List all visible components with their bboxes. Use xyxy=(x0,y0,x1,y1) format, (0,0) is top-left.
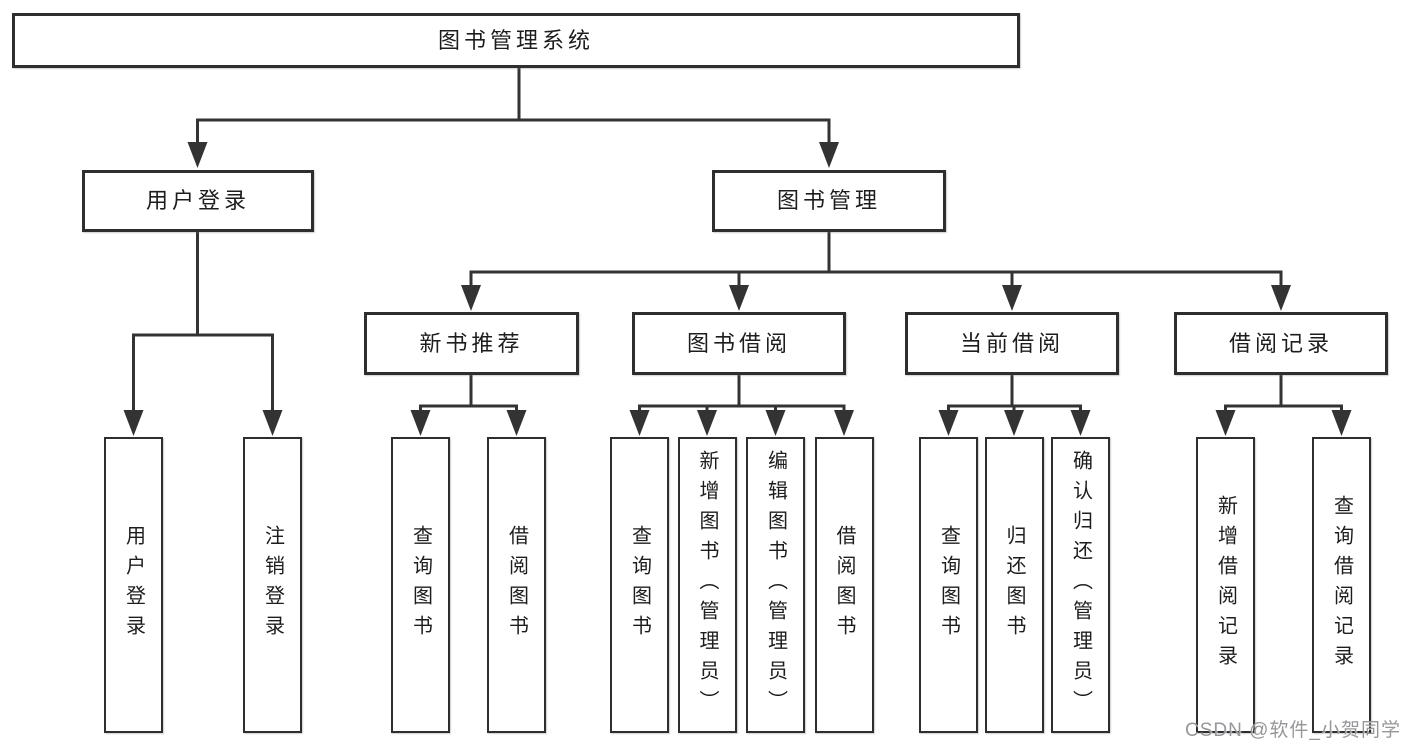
node-label: 新书推荐 xyxy=(419,330,524,356)
arrowhead xyxy=(410,410,431,436)
arrowhead xyxy=(729,285,749,311)
leaf-add-borrow-record: 新增借阅记录 xyxy=(1196,437,1255,733)
node-label: 新增借阅记录 xyxy=(1214,495,1237,675)
node-label: 归还图书 xyxy=(1003,525,1025,645)
connector-line xyxy=(469,230,1283,292)
node-label: 图书借阅 xyxy=(686,330,791,356)
connector-line xyxy=(638,372,846,416)
node-root: 图书管理系统 xyxy=(12,13,1020,68)
leaf-borrow-books-recommend: 借阅图书 xyxy=(487,437,546,733)
connector-new-book-recommend xyxy=(419,372,518,416)
arrowhead xyxy=(765,410,786,436)
node-new-book-recommend: 新书推荐 xyxy=(364,312,579,375)
node-label: 借阅图书 xyxy=(833,525,855,645)
connector-root xyxy=(196,66,831,148)
leaf-query-books-recommend: 查询图书 xyxy=(391,437,450,733)
leaf-confirm-return-admin: 确认归还（管理员） xyxy=(1051,437,1110,733)
node-label: 当前借阅 xyxy=(959,330,1064,356)
arrowhead xyxy=(697,410,717,436)
connector-book-management xyxy=(469,230,1283,292)
arrowhead xyxy=(819,142,839,168)
arrowhead xyxy=(1070,410,1091,436)
arrowhead xyxy=(834,410,854,436)
node-label: 确认归还（管理员） xyxy=(1069,450,1092,720)
node-label: 图书管理系统 xyxy=(437,27,594,53)
arrowhead xyxy=(262,410,283,436)
arrowhead xyxy=(123,410,144,436)
node-user-login: 用户登录 xyxy=(82,170,314,232)
connector-book-borrowing xyxy=(638,372,846,416)
node-label: 图书管理 xyxy=(776,188,881,213)
node-label: 用户登录 xyxy=(122,525,145,645)
arrowhead xyxy=(1002,285,1022,311)
leaf-edit-book-admin: 编辑图书（管理员） xyxy=(746,437,805,733)
node-label: 查询图书 xyxy=(937,525,960,645)
arrowhead xyxy=(938,410,959,436)
leaf-query-books-current: 查询图书 xyxy=(919,437,978,733)
connector-line xyxy=(1224,372,1343,416)
arrowhead xyxy=(1271,285,1291,311)
node-label: 编辑图书（管理员） xyxy=(764,450,787,720)
leaf-add-book-admin: 新增图书（管理员） xyxy=(677,437,737,733)
arrowhead xyxy=(1215,410,1236,436)
leaf-logout: 注销登录 xyxy=(243,437,302,733)
connector-current-borrowing xyxy=(947,372,1082,416)
connector-line xyxy=(947,372,1082,416)
arrowhead xyxy=(1331,410,1352,436)
node-label: 借阅记录 xyxy=(1228,330,1333,356)
node-book-borrowing: 图书借阅 xyxy=(632,312,846,375)
arrowhead xyxy=(629,410,650,436)
node-borrowing-records: 借阅记录 xyxy=(1174,312,1388,375)
node-label: 查询借阅记录 xyxy=(1330,495,1353,675)
arrowhead xyxy=(1004,410,1024,436)
connector-borrowing-records xyxy=(1224,372,1343,416)
connector-line xyxy=(196,66,831,148)
connector-line xyxy=(132,230,274,416)
connector-line xyxy=(419,372,518,416)
leaf-borrow-books-borrowing: 借阅图书 xyxy=(814,437,874,733)
node-label: 用户登录 xyxy=(145,188,250,213)
arrowhead xyxy=(506,410,527,436)
leaf-query-books-borrowing: 查询图书 xyxy=(610,437,669,733)
node-label: 新增图书（管理员） xyxy=(696,450,718,720)
node-label: 借阅图书 xyxy=(505,525,528,645)
arrowhead xyxy=(187,142,208,168)
node-book-management: 图书管理 xyxy=(712,170,946,232)
node-label: 注销登录 xyxy=(261,525,284,645)
leaf-query-borrow-record: 查询借阅记录 xyxy=(1312,437,1371,733)
arrowhead xyxy=(461,285,481,311)
watermark: CSDN @软件_小贺同学 xyxy=(1185,720,1401,741)
leaf-user-login: 用户登录 xyxy=(104,437,163,733)
leaf-return-books: 归还图书 xyxy=(984,437,1044,733)
node-current-borrowing: 当前借阅 xyxy=(905,312,1119,375)
node-label: 查询图书 xyxy=(409,525,432,645)
connector-user-login xyxy=(132,230,274,416)
node-label: 查询图书 xyxy=(628,525,651,645)
